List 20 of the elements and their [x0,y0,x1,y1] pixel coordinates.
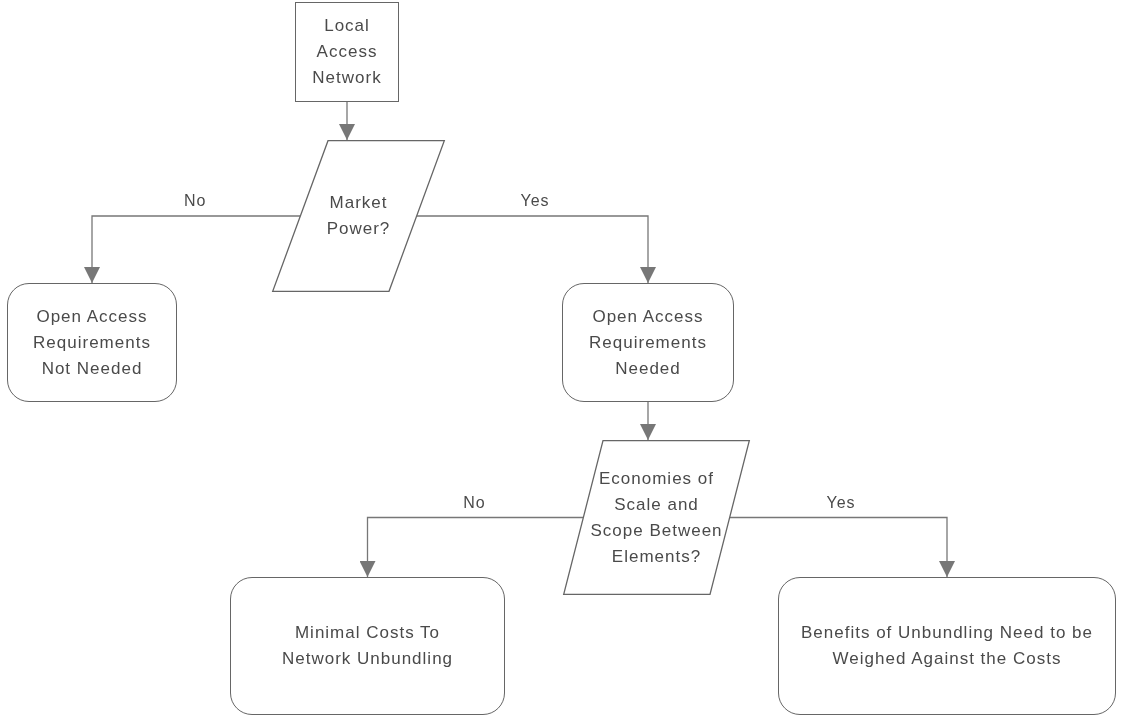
node-label: Economies of Scale and Scope Between Elements? [589,467,724,568]
rounded-box [778,577,1116,715]
process-box [295,2,399,102]
node-label: Local Access Network [311,15,383,89]
node-label: Market Power? [325,192,392,240]
node-label: Open Access Requirements Not Needed [32,305,152,380]
arrow [359,516,584,578]
decision-parallelogram [563,440,750,595]
arrow [84,215,301,284]
rounded-box [230,577,505,715]
arrow [416,215,656,284]
arrow [339,101,355,141]
arrow [640,401,656,441]
decision-parallelogram [272,140,445,292]
node-label: Open Access Requirements Needed [588,305,708,380]
node-label: Minimal Costs To Network Unbundling [280,622,455,670]
arrow [729,516,955,578]
rounded-box [7,283,177,402]
rounded-box [562,283,734,402]
node-label: Benefits of Unbundling Need to be Weighed Against the Costs [800,622,1094,670]
